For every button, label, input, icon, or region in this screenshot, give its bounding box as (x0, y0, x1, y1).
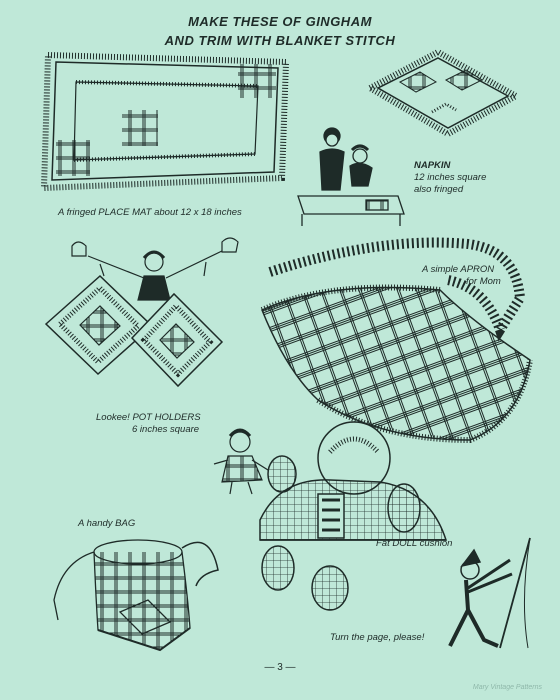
page-number: — 3 — (264, 662, 296, 673)
pot-holders-caption-line-2: 6 inches square (132, 424, 200, 435)
watermark: Mary Vintage Patterns (472, 684, 542, 691)
napkin-caption-note: also fringed (414, 184, 464, 195)
napkin-illustration (363, 48, 523, 138)
mother-daughter-illustration (297, 127, 405, 226)
napkin-caption-title: NAPKIN (414, 160, 451, 171)
small-doll-illustration (213, 428, 269, 495)
pot-holders-illustration (44, 274, 224, 388)
pot-holders-caption-line-1: Lookee! POT HOLDERS (96, 412, 201, 423)
apron-caption-line-1: A simple APRON (422, 264, 495, 275)
doll-cushion-illustration (259, 421, 448, 611)
elf-illustration (448, 537, 531, 649)
place-mat-caption: A fringed PLACE MAT about 12 x 18 inches (58, 207, 242, 218)
apron-illustration (260, 237, 533, 444)
apron-caption-line-2: for Mom (466, 276, 501, 287)
turn-page-caption: Turn the page, please! (330, 632, 425, 643)
bag-caption: A handy BAG (78, 518, 136, 529)
page-title-line-2: AND TRIM WITH BLANKET STITCH (164, 33, 396, 48)
doll-cushion-caption: Fat DOLL cushion (376, 538, 453, 549)
napkin-caption-size: 12 inches square (414, 172, 487, 183)
place-mat-illustration (40, 51, 290, 192)
bag-illustration (53, 539, 219, 652)
page-title-line-1: MAKE THESE OF GINGHAM (188, 14, 372, 29)
